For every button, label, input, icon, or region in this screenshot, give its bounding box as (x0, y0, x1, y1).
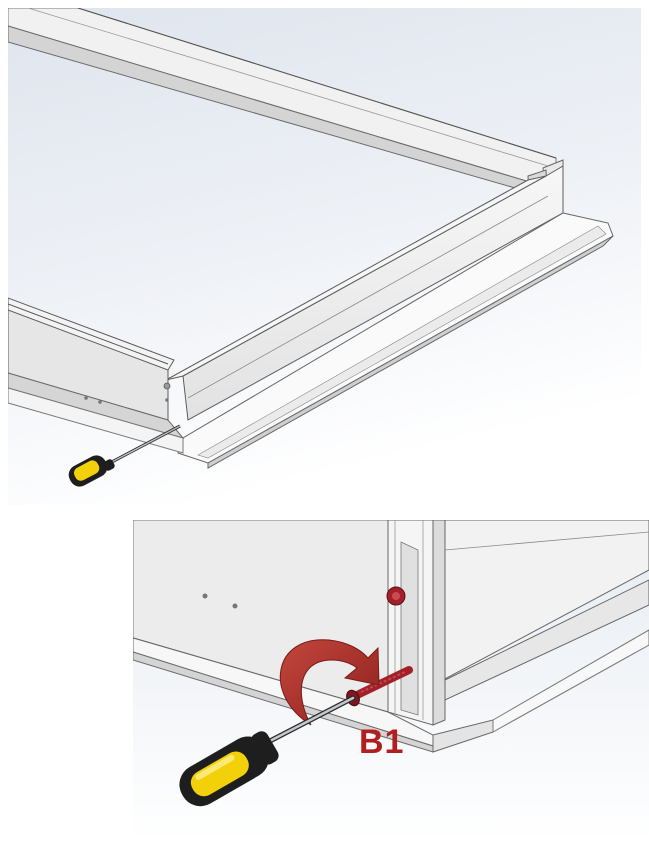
detail-illustration (133, 520, 649, 841)
base-flange-left (8, 387, 184, 454)
base-flange (177, 212, 614, 469)
corner-post (387, 520, 434, 726)
screw-cap (386, 586, 406, 606)
right-rail (432, 520, 649, 733)
frame-assembly-drawing (8, 8, 641, 505)
overview-illustration (8, 8, 641, 505)
left-rail (8, 297, 185, 439)
rotate-arrow-icon (279, 639, 380, 726)
screwdriver-icon (179, 695, 356, 807)
screw-detail-drawing (133, 520, 649, 841)
screw-label: B1 (359, 723, 405, 761)
screwdriver-icon (68, 424, 181, 487)
front-rail (165, 165, 564, 421)
